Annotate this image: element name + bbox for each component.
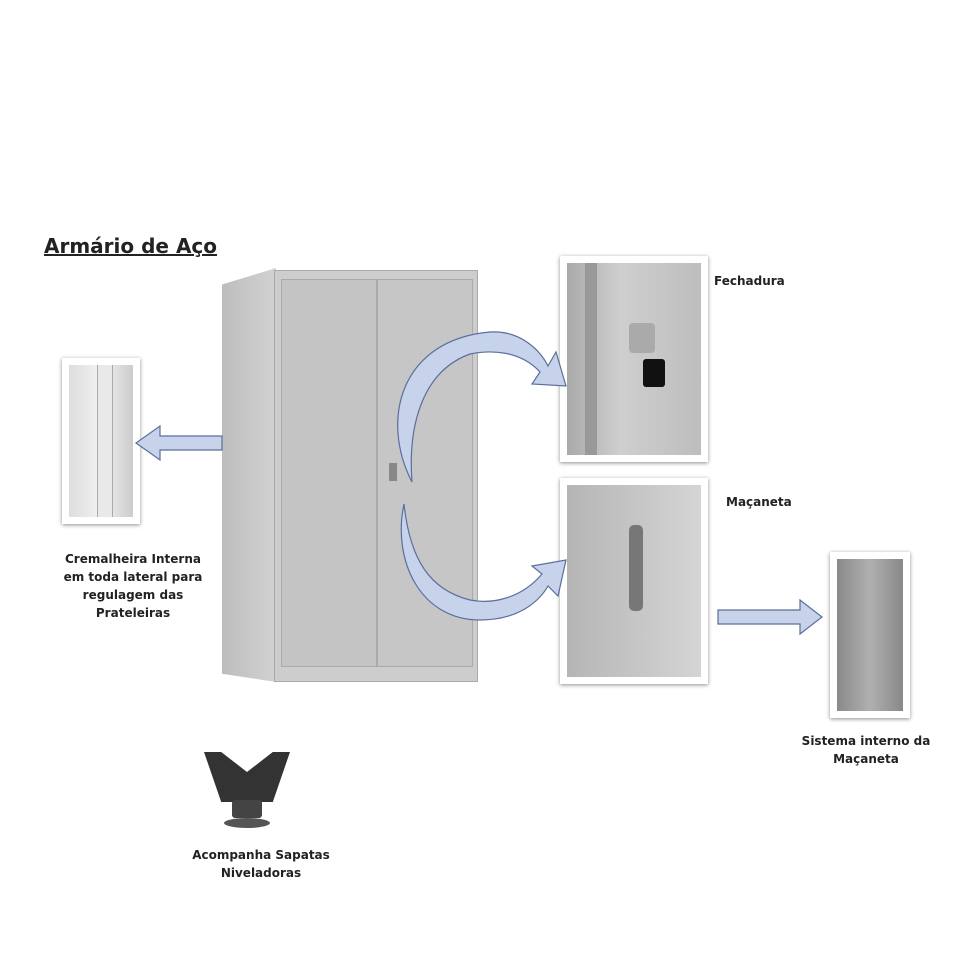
internal-system-photo <box>830 552 910 718</box>
curved-arrow-up-icon <box>397 331 567 483</box>
page-title: Armário de Aço <box>44 234 218 258</box>
curved-arrow-down-icon <box>400 503 567 621</box>
leveling-foot-image <box>204 742 290 830</box>
rack-photo <box>62 358 140 524</box>
handle-photo <box>560 478 708 684</box>
arrow-left-icon <box>134 424 223 462</box>
arrow-right-icon <box>717 598 823 636</box>
leveling-foot-label: Acompanha Sapatas Niveladoras <box>192 848 330 880</box>
handle-label: Maçaneta <box>726 495 792 509</box>
internal-system-label: Sistema interno da Maçaneta <box>801 734 931 766</box>
rack-label: Cremalheira Interna em toda lateral para… <box>63 552 203 620</box>
lock-photo <box>560 256 708 462</box>
lock-label: Fechadura <box>714 274 785 288</box>
